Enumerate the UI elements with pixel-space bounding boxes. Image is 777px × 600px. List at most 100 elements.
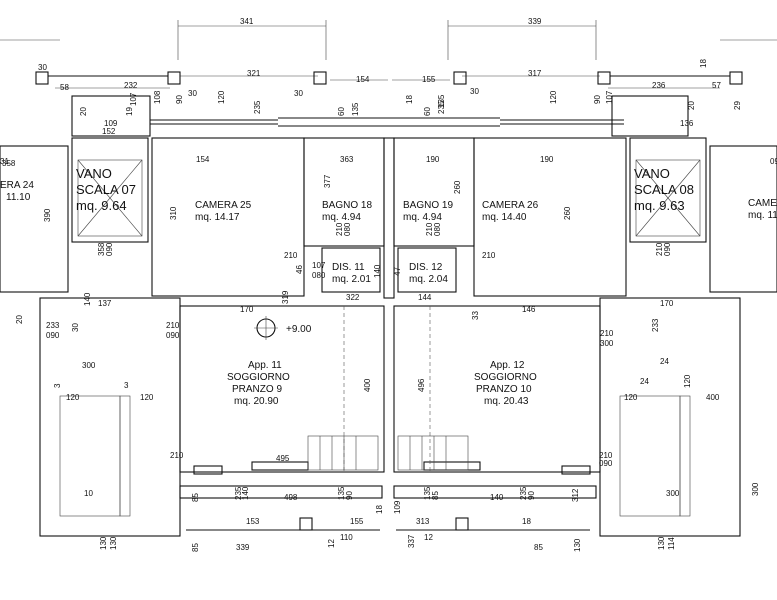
dimension-label: 58	[60, 83, 69, 92]
app-12-area: mq. 20.43	[484, 396, 529, 407]
dimension-label: 114	[667, 537, 676, 550]
dimension-label: 30	[294, 89, 303, 98]
dimension-label: 358	[97, 242, 106, 256]
walls	[0, 71, 777, 537]
dimension-label: 130	[109, 536, 118, 550]
camera-24-name: ERA 24	[0, 180, 34, 191]
app-12-line2: SOGGIORNO	[474, 372, 537, 383]
internal-stairs	[307, 306, 469, 472]
dimension-label: 10	[84, 489, 93, 498]
dimension-label: 18	[522, 517, 531, 526]
dimension-label: 155	[350, 517, 364, 526]
dimension-label: 080	[433, 222, 442, 236]
dimension-label: 210	[655, 242, 664, 256]
dimension-label: 090	[599, 459, 613, 468]
dimension-label: 120	[66, 393, 80, 402]
dimension-label: 108	[153, 90, 162, 104]
dimension-label: 18	[405, 95, 414, 104]
bagno-19-name: BAGNO 19	[403, 200, 453, 211]
dimension-label: 233	[651, 318, 660, 332]
dimension-label: 235	[519, 486, 528, 500]
top-dimension-lines	[0, 20, 777, 89]
dimension-label: 130	[99, 536, 108, 550]
dimension-label: 210	[335, 222, 344, 236]
dimension-label: 30	[470, 87, 479, 96]
dimension-label: 19	[125, 107, 134, 116]
dimension-label: 110	[340, 533, 353, 542]
dimension-label: 190	[540, 155, 554, 164]
dimension-label: 232	[124, 81, 138, 90]
dimension-label: 120	[217, 90, 226, 104]
dimension-label: 210	[599, 451, 613, 460]
dis-11-area: mq. 2.01	[332, 274, 371, 285]
dimension-label: 233	[46, 321, 60, 330]
dimension-label: 400	[363, 378, 372, 392]
dimension-label: 60	[337, 107, 346, 116]
dimension-label: 319	[281, 290, 290, 304]
dimension-label: 30	[188, 89, 197, 98]
dimension-label: 20	[687, 101, 696, 110]
vano-scala-08-area: mq. 9.63	[634, 198, 685, 213]
dimension-label: 3	[53, 383, 62, 388]
dimension-label: 137	[98, 299, 112, 308]
dimension-label: 31	[0, 157, 9, 166]
dimension-label: 140	[83, 292, 92, 306]
dimension-label: 080	[312, 271, 326, 280]
dimension-label: 260	[563, 206, 572, 220]
dimension-label: 390	[43, 208, 52, 222]
vano-scala-07-line2: SCALA 07	[76, 182, 136, 197]
level-label: +9.00	[286, 324, 312, 335]
camera-26-area: mq. 14.40	[482, 212, 527, 223]
camera-27-area: mq. 11	[748, 210, 777, 221]
dimension-label: 170	[240, 305, 254, 314]
app-11-name: App. 11	[248, 360, 282, 371]
app-12-name: App. 12	[490, 360, 525, 371]
dimension-label: 090	[105, 242, 114, 256]
dimension-label: 144	[418, 293, 432, 302]
dimension-label: 24	[660, 357, 669, 366]
dimension-label: 190	[426, 155, 440, 164]
dimension-label: 210	[482, 251, 496, 260]
dimension-label: 210	[170, 451, 184, 460]
dimension-label: 153	[246, 517, 260, 526]
dimension-label: 107	[605, 90, 614, 104]
dimension-label: 135	[337, 486, 346, 500]
dimension-label: 236	[652, 81, 666, 90]
dimension-label: 377	[323, 174, 332, 188]
dimension-label: 170	[660, 299, 674, 308]
dimension-label: 154	[356, 75, 370, 84]
vano-scala-08-line1: VANO	[634, 166, 670, 181]
dimension-label: 260	[453, 180, 462, 194]
dimension-label: 317	[528, 69, 542, 78]
dimension-label: 135	[437, 94, 446, 108]
dimension-label: 130	[573, 538, 582, 552]
room-labels: VANO SCALA 07 mq. 9.64 VANO SCALA 08 mq.…	[0, 166, 777, 407]
dimension-label: 498	[284, 493, 298, 502]
app-11-area: mq. 20.90	[234, 396, 279, 407]
dimension-label: 235	[437, 100, 446, 114]
dimension-label: 210	[166, 321, 180, 330]
dimension-label: 140	[490, 493, 504, 502]
dimension-label: 495	[276, 454, 290, 463]
camera-25-name: CAMERA 25	[195, 200, 252, 211]
dimension-label: 85	[191, 493, 200, 502]
dimension-label: 090	[46, 331, 60, 340]
camera-24-area: 11.10	[6, 192, 31, 203]
dimension-label: 46	[295, 265, 304, 274]
vano-scala-07-line1: VANO	[76, 166, 112, 181]
dimension-label: 341	[240, 17, 254, 26]
dimension-label: 312	[571, 488, 580, 502]
dimension-label: 90	[175, 95, 184, 104]
app-11-line2: SOGGIORNO	[227, 372, 290, 383]
dimension-label: 12	[327, 539, 336, 548]
dimension-label: 337	[407, 534, 416, 548]
dimension-label: 135	[351, 102, 360, 116]
dimension-label: 210	[425, 222, 434, 236]
dimension-label: 363	[340, 155, 354, 164]
dimension-label: 339	[528, 17, 542, 26]
dimension-label: 30	[38, 63, 47, 72]
dimension-label: 155	[422, 75, 436, 84]
dimension-label: 20	[79, 107, 88, 116]
